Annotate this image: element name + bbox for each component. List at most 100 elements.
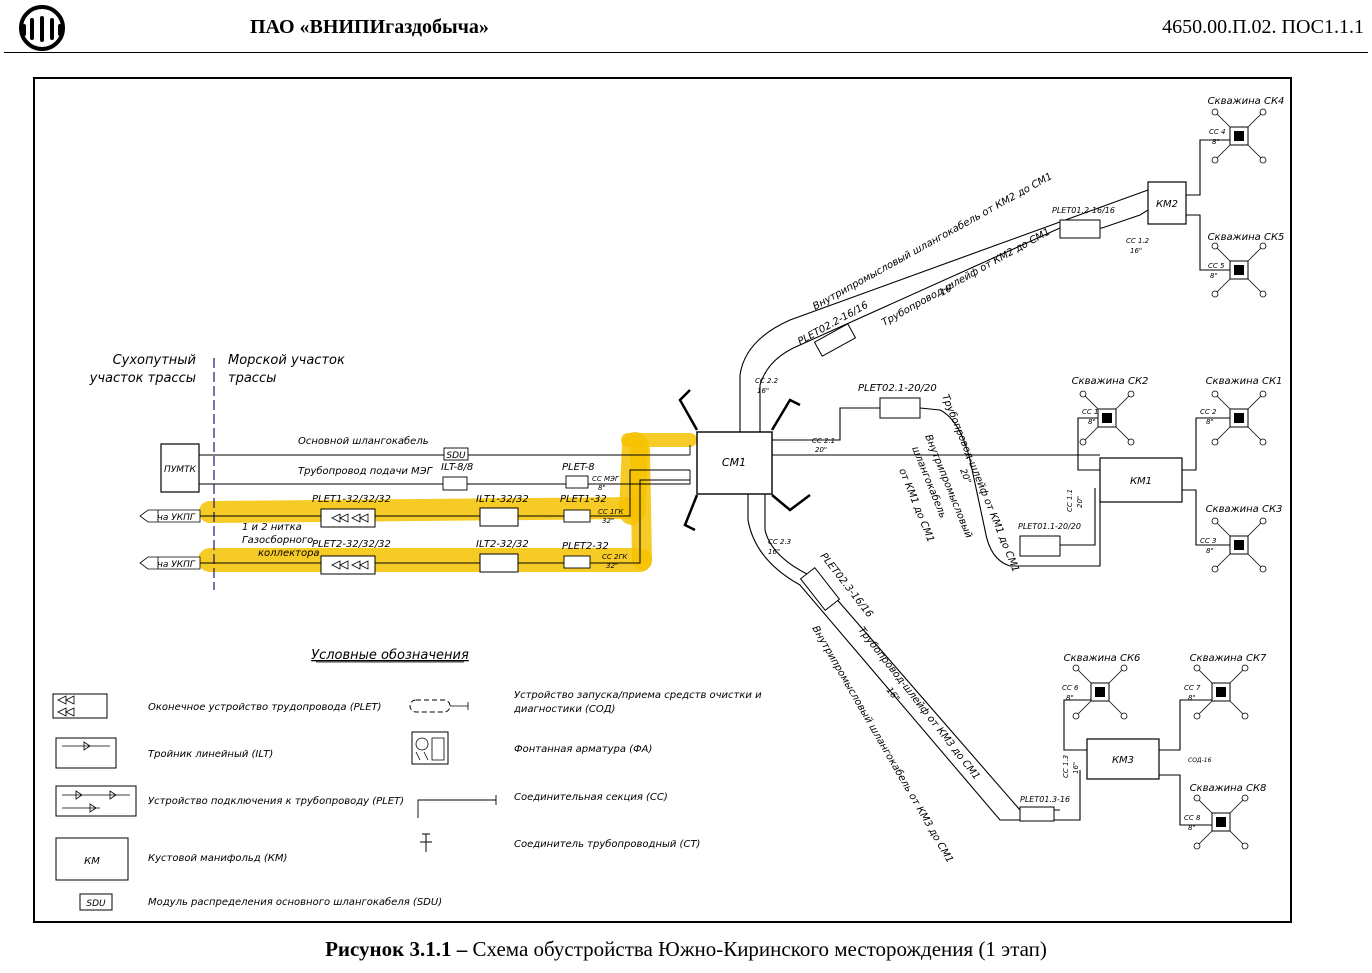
plet012-box: [1059, 219, 1101, 239]
cc21-size: 20": [815, 446, 827, 454]
legend-sdu-symbol-label: SDU: [86, 899, 106, 909]
plet-8-label: PLET-8: [562, 462, 595, 473]
collector-line-2: [200, 479, 690, 564]
plet023-box: [799, 566, 841, 612]
legend-item-cc: Соединительная секция (СС): [514, 792, 668, 803]
cc23-label: СС 2.3: [768, 538, 791, 546]
legend-item-sdu: Модуль распределения основного шлангокаб…: [148, 896, 442, 908]
plet2-32-label: PLET2-32: [562, 541, 609, 552]
cc-1gk-label: СС 1ГК: [598, 508, 624, 516]
sdu-box: [443, 447, 469, 461]
main-umbilical-label: Основной шлангокабель: [298, 435, 429, 447]
cc-meg-label: СС МЭГ: [592, 475, 620, 483]
well-ck3-size: 8": [1206, 547, 1214, 555]
plet-8-box: [565, 475, 589, 489]
well-ck3-name: Скважина СК3: [1206, 504, 1283, 515]
well-connections: [1063, 139, 1230, 826]
ilt1-label: ILT1-32/32: [476, 494, 529, 505]
well-ck7-size: 8": [1188, 694, 1196, 702]
well-ck1-cc: СС 2: [1200, 408, 1217, 416]
cc11-label: СС 1.1: [1066, 489, 1074, 512]
plet021-box: [879, 397, 921, 419]
well-ck3-cc: СС 3: [1200, 537, 1216, 545]
legend-ct-symbol: [420, 833, 432, 852]
plet1-32-box: [563, 509, 591, 523]
sdu-label: SDU: [446, 451, 466, 461]
well-ck8-cc: СС 8: [1184, 814, 1201, 822]
well-ck5-size: 8": [1210, 272, 1218, 280]
legend-item-fa: Фонтанная арматура (ФА): [514, 744, 652, 755]
plet2-label: PLET2-32/32/32: [312, 539, 391, 550]
to-ukpg-arrow-2: [139, 556, 201, 570]
well-ck1-name: Скважина СК1: [1206, 376, 1283, 387]
zone-onshore-2: участок трассы: [89, 371, 196, 386]
pumtk-label: ПУМТК: [164, 465, 197, 475]
legend-item-plet-connector: Устройство подключения к трубопроводу (P…: [148, 795, 404, 807]
well-ck7-name: Скважина СК7: [1190, 653, 1267, 664]
cc-meg-size: 8": [598, 484, 606, 492]
header-divider: [4, 52, 1368, 53]
figure-caption: Рисунок 3.1.1 – Схема обустройства Южно-…: [0, 937, 1372, 962]
cc13-label: СС 1.3: [1062, 755, 1070, 778]
plet021-label: PLET02.1-20/20: [858, 383, 937, 394]
plet1-box: [320, 508, 376, 528]
km1-box: [1099, 457, 1183, 503]
collector-label-3: коллектора: [258, 548, 320, 559]
km3-box: [1086, 738, 1160, 780]
plet2-box: [320, 555, 376, 575]
well-ck4: Скважина СК4 СС 4 8": [1208, 96, 1285, 164]
caption-label: Рисунок 3.1.1 –: [325, 937, 468, 961]
well-ck2-size: 8": [1088, 418, 1096, 426]
meg-line-label: Трубопровод подачи МЭГ: [298, 465, 434, 477]
plet013-box: [1019, 806, 1055, 822]
legend-fa-symbol: [411, 731, 449, 765]
collector-label-1: 1 и 2 нитка: [242, 522, 302, 533]
cm1-manifold: CM1: [678, 389, 811, 532]
legend-km-symbol: КМ: [55, 837, 129, 881]
km3-label: КМ3: [1112, 755, 1134, 766]
caption-text: Схема обустройства Южно-Киринского место…: [467, 937, 1047, 961]
drawing-frame: [33, 77, 1292, 923]
legend-cc-symbol: [417, 795, 497, 818]
well-ck4-name: Скважина СК4: [1208, 96, 1285, 107]
well-ck6-size: 8": [1066, 694, 1074, 702]
branch-km1: [772, 407, 1101, 567]
plet1-label: PLET1-32/32/32: [312, 494, 391, 505]
well-ck3: Скважина СК3 СС 3 8": [1200, 504, 1283, 573]
cc22-label: СС 2.2: [755, 377, 779, 385]
to-ukpg-label-2: на УКПГ: [157, 560, 196, 570]
well-ck6-cc: СС 6: [1062, 684, 1079, 692]
cc21-label: СС 2.1: [812, 437, 835, 445]
well-ck6-name: Скважина СК6: [1064, 653, 1141, 664]
well-ck5-cc: СС 5: [1208, 262, 1225, 270]
cc-2gk-label: СС 2ГК: [602, 553, 628, 561]
legend-sdu-symbol: SDU: [79, 893, 113, 911]
cc23-size: 16": [768, 548, 780, 556]
well-ck1-size: 8": [1206, 418, 1214, 426]
km2-box: [1147, 181, 1187, 225]
organization-name: ПАО «ВНИПИгаздобыча»: [250, 16, 489, 38]
plet011-box: [1019, 535, 1061, 557]
well-ck8-size: 8": [1188, 824, 1196, 832]
well-ck5-name: Скважина СК5: [1208, 232, 1285, 243]
well-ck7-cc: СС 7: [1184, 684, 1201, 692]
cc12-size: 16": [1130, 247, 1142, 255]
ilt-8-label: ILT-8/8: [441, 462, 473, 473]
cc11-size: 20": [1076, 496, 1084, 508]
plet022-box: [813, 323, 857, 357]
km1-label: КМ1: [1130, 476, 1152, 487]
ilt2-label: ILT2-32/32: [476, 539, 529, 550]
cc22-size: 16": [757, 387, 769, 395]
legend-item-sod-1: Устройство запуска/приема средств очистк…: [514, 690, 762, 701]
legend-item-sod-2: диагностики (СОД): [513, 704, 615, 715]
legend-km-symbol-label: КМ: [84, 856, 100, 867]
well-ck2-name: Скважина СК2: [1072, 376, 1149, 387]
zone-onshore-1: Сухопутный: [113, 353, 196, 368]
company-logo: [19, 5, 65, 51]
to-ukpg-label-1: на УКПГ: [157, 513, 196, 523]
plet012-label: PLET01.2-16/16: [1052, 206, 1115, 215]
legend-title: Условные обозначения: [311, 648, 469, 663]
cc-2gk-size: 32": [606, 562, 618, 570]
legend-plet-symbol: [52, 693, 108, 719]
